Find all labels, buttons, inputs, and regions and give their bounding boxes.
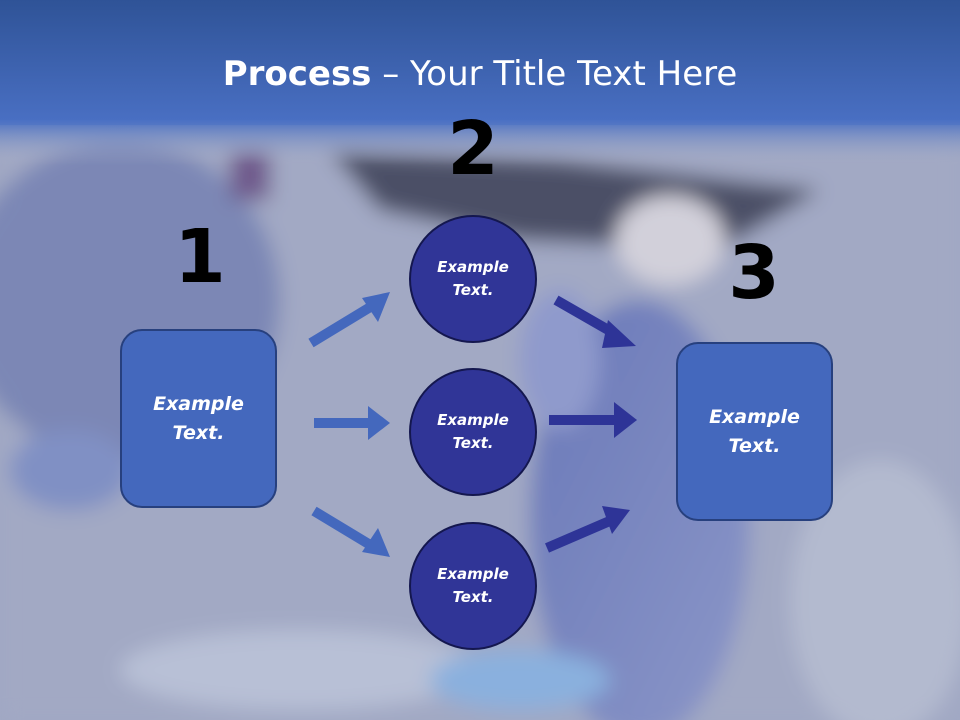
circle-top-line1: Example: [437, 258, 509, 276]
right-box-line1: Example: [709, 405, 800, 428]
circle-middle-line1: Example: [437, 411, 509, 429]
step-number-2: 2: [447, 106, 499, 192]
circle-top-line2: Text.: [452, 281, 494, 299]
arrow-left-to-bottom: [311, 506, 390, 557]
left-box-line2: Text.: [172, 421, 225, 444]
arrow-middle-to-right: [549, 402, 637, 438]
right-box[interactable]: Example Text.: [676, 342, 833, 521]
step-number-1: 1: [174, 214, 226, 300]
circle-top[interactable]: Example Text.: [409, 215, 537, 343]
circle-middle[interactable]: Example Text.: [409, 368, 537, 496]
arrow-top-to-right: [553, 295, 636, 348]
circle-middle-line2: Text.: [452, 434, 494, 452]
step-number-3: 3: [728, 230, 780, 316]
arrow-left-to-middle: [314, 406, 390, 440]
left-box[interactable]: Example Text.: [120, 329, 277, 508]
arrow-left-to-top: [308, 292, 390, 348]
circle-bottom-line1: Example: [437, 565, 509, 583]
circle-bottom[interactable]: Example Text.: [409, 522, 537, 650]
circle-bottom-line2: Text.: [452, 588, 494, 606]
left-box-line1: Example: [153, 392, 244, 415]
arrow-bottom-to-right: [545, 506, 630, 553]
title-rest: – Your Title Text Here: [371, 54, 738, 94]
slide-title: Process – Your Title Text Here: [0, 52, 960, 96]
title-bold: Process: [222, 54, 372, 94]
right-box-line2: Text.: [728, 434, 781, 457]
